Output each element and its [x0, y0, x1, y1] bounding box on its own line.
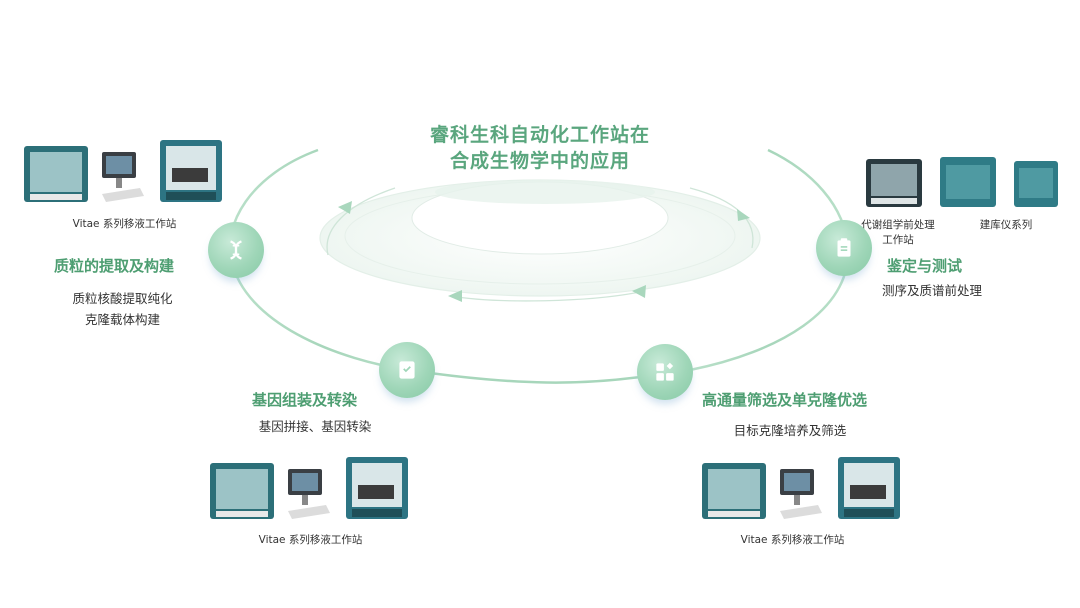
instrument-caption-bottom-right: Vitae 系列移液工作站	[740, 534, 845, 546]
title-line-1: 睿科生科自动化工作站在	[429, 124, 650, 146]
section-title-assembly: 基因组装及转染	[252, 391, 358, 409]
instrument-caption-metabolomics: 代谢组学前处理 工作站	[852, 218, 944, 248]
dna-icon	[230, 240, 242, 260]
node-plasmid	[208, 222, 264, 278]
arrow-head-bottom-right	[632, 285, 646, 298]
vitae-instruments-bottom-left	[208, 455, 413, 525]
section-title-screening: 高通量筛选及单克隆优选	[702, 391, 868, 409]
diagram-title: 睿科生科自动化工作站在 合成生物学中的应用	[390, 122, 690, 174]
arrow-head-right	[737, 209, 750, 221]
kit-icon	[399, 361, 415, 379]
title-shadow	[435, 180, 655, 204]
apps-icon	[656, 362, 674, 381]
arrow-head-left	[338, 201, 352, 214]
caption-line-1: 代谢组学前处理	[861, 219, 935, 231]
caption-line-2: 工作站	[882, 234, 914, 246]
vitae-instruments-bottom-right	[700, 455, 905, 525]
section-desc-identify: 测序及质谱前处理	[881, 283, 982, 298]
section-title-identify: 鉴定与测试	[887, 257, 963, 275]
instrument-image	[866, 157, 1058, 207]
title-line-2: 合成生物学中的应用	[449, 150, 630, 172]
node-screening	[637, 344, 693, 400]
arrow-head-bottom-left	[448, 290, 462, 302]
instrument-caption-bottom-left: Vitae 系列移液工作站	[258, 534, 363, 546]
section-title-plasmid: 质粒的提取及构建	[54, 257, 175, 275]
instrument-caption-library: 建库仪系列	[979, 219, 1033, 231]
instrument-image	[210, 457, 408, 519]
instrument-caption-top-left: Vitae 系列移液工作站	[72, 218, 177, 230]
desc-line-1: 质粒核酸提取纯化	[72, 291, 173, 306]
outer-ring-arc-bottom	[429, 371, 641, 384]
instrument-image	[702, 457, 900, 519]
vitae-instruments-top-left	[22, 138, 227, 208]
clipboard-icon	[837, 238, 851, 257]
section-desc-assembly: 基因拼接、基因转染	[258, 419, 372, 434]
node-assembly	[379, 342, 435, 398]
section-desc-screening: 目标克隆培养及筛选	[733, 423, 847, 438]
node-identify	[816, 220, 872, 276]
instruments-top-right	[862, 155, 1062, 211]
section-desc-plasmid: 质粒核酸提取纯化 克隆载体构建	[50, 288, 195, 330]
instrument-image	[24, 140, 222, 202]
desc-line-2: 克隆载体构建	[84, 312, 160, 327]
